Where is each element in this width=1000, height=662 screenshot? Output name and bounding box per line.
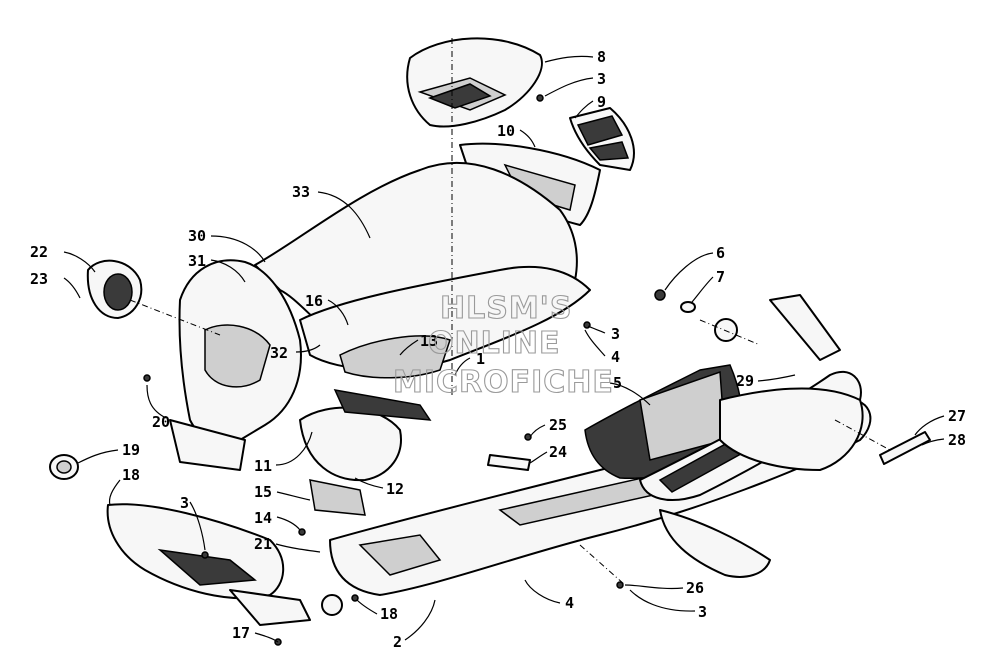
callout-3b: 3 <box>611 325 620 343</box>
callout-8: 8 <box>597 48 606 66</box>
callout-16: 16 <box>305 292 323 310</box>
callout-23: 23 <box>30 270 48 288</box>
callout-30: 30 <box>188 227 206 245</box>
callout-15: 15 <box>254 483 272 501</box>
callout-1: 1 <box>476 350 485 368</box>
callout-18b: 18 <box>380 605 398 623</box>
callout-29: 29 <box>736 372 754 390</box>
part-grommet <box>49 454 79 480</box>
watermark-line-1: HLSM'S <box>440 291 572 326</box>
callout-17: 17 <box>232 624 250 642</box>
callout-33: 33 <box>292 183 310 201</box>
callout-5: 5 <box>613 374 622 392</box>
callout-22: 22 <box>30 243 48 261</box>
callout-3: 3 <box>597 70 606 88</box>
callout-2: 2 <box>393 633 402 651</box>
callout-18: 18 <box>122 466 140 484</box>
part-rear-flap <box>659 294 864 578</box>
callout-31: 31 <box>188 252 206 270</box>
part-centre-mount <box>299 389 432 516</box>
callout-19: 19 <box>122 441 140 459</box>
part-small-plate <box>487 433 532 471</box>
assembly-lines <box>129 38 891 586</box>
leader-lines <box>63 55 945 643</box>
part-washer-nut <box>654 289 738 342</box>
callout-13: 13 <box>420 332 438 350</box>
part-vent-grille <box>569 107 635 171</box>
callout-25: 25 <box>549 416 567 434</box>
part-lower-fairing <box>106 503 311 626</box>
callout-3d: 3 <box>698 603 707 621</box>
callout-6: 6 <box>716 244 725 262</box>
watermark-line-3: MICROFICHE <box>393 365 614 400</box>
part-bolt-strip <box>879 431 931 465</box>
callout-4b: 4 <box>565 594 574 612</box>
part-body-shroud <box>178 161 591 445</box>
callout-3c: 3 <box>180 494 189 512</box>
callout-4: 4 <box>611 348 620 366</box>
callout-20: 20 <box>152 413 170 431</box>
callout-12: 12 <box>386 480 404 498</box>
callout-28: 28 <box>948 431 966 449</box>
callout-21: 21 <box>254 535 272 553</box>
callout-labels: 8 3 9 10 33 30 31 22 23 16 32 13 1 3 4 5… <box>30 48 966 651</box>
callout-7: 7 <box>716 268 725 286</box>
callout-14: 14 <box>254 509 272 527</box>
watermark: HLSM'S ONLINE MICROFICHE <box>392 290 614 400</box>
callout-10: 10 <box>497 122 515 140</box>
callout-24: 24 <box>549 443 567 461</box>
part-fasteners <box>143 94 624 646</box>
callout-32: 32 <box>270 344 288 362</box>
callout-11: 11 <box>254 457 272 475</box>
callout-9: 9 <box>597 93 606 111</box>
part-bracket <box>169 419 246 471</box>
watermark-line-2: ONLINE <box>428 326 561 361</box>
callout-27: 27 <box>948 407 966 425</box>
part-headlight <box>86 259 143 319</box>
callout-26: 26 <box>686 579 704 597</box>
part-hood-cover <box>406 37 543 128</box>
